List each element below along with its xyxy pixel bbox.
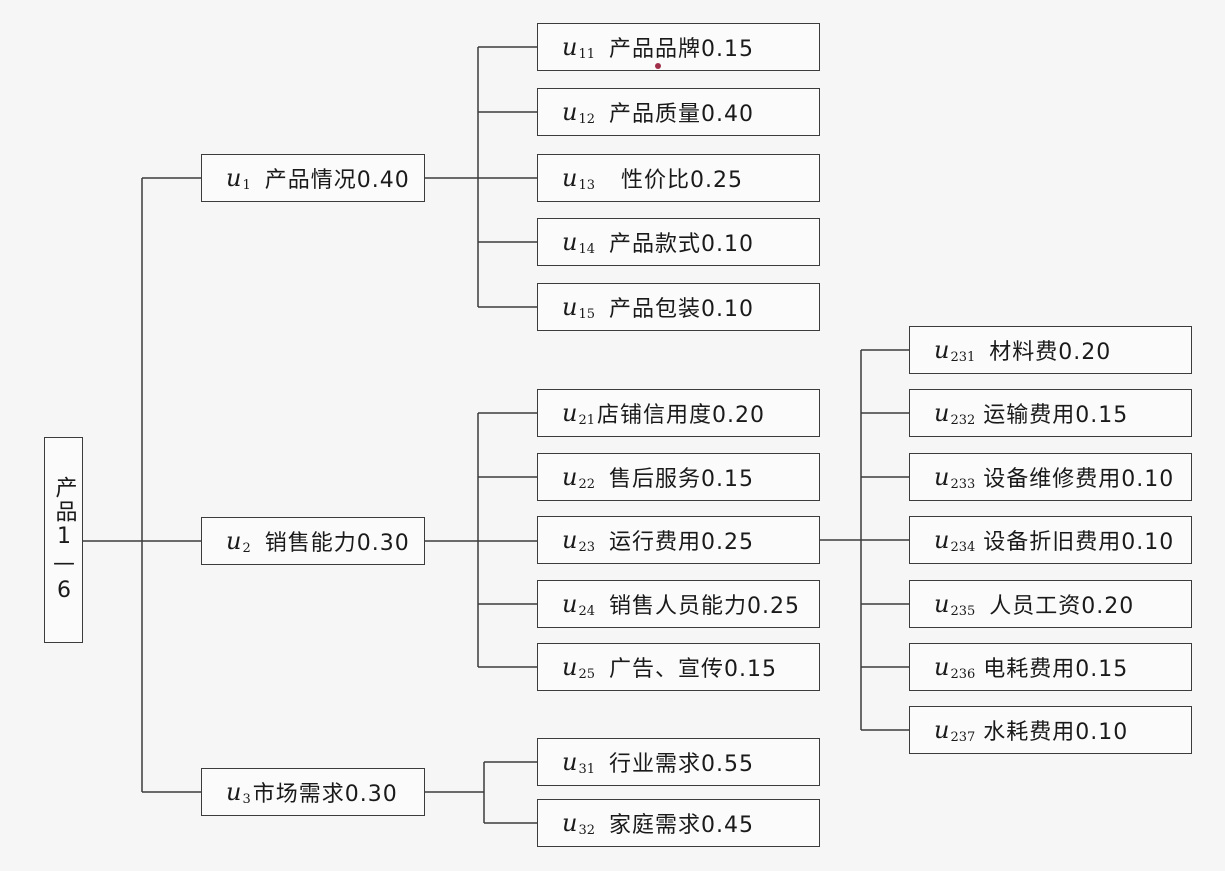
node-subscript: 237 — [950, 729, 976, 745]
node-subscript: 14 — [578, 241, 596, 257]
node-label: 产品情况0.40 — [264, 168, 410, 193]
node-label: 电耗费用0.15 — [983, 657, 1129, 682]
node-subscript: 2 — [242, 540, 251, 556]
node-symbol: u — [226, 778, 242, 806]
node-label: 产品品牌0.15 — [609, 37, 755, 62]
node-label: 运行费用0.25 — [609, 530, 755, 555]
node-label: 产品质量0.40 — [609, 102, 755, 127]
node-label: 产品款式0.10 — [609, 232, 755, 257]
node-symbol: u — [562, 748, 578, 776]
node-label: 销售人员能力0.25 — [609, 594, 801, 619]
node-label: 材料费0.20 — [989, 340, 1112, 365]
node-subscript: 12 — [578, 111, 596, 127]
node-subscript: 23 — [578, 539, 596, 555]
node-label: 家庭需求0.45 — [609, 813, 755, 838]
node-label: 设备折旧费用0.10 — [983, 530, 1175, 555]
node-symbol: u — [934, 653, 950, 681]
node-subscript: 15 — [578, 306, 596, 322]
node-symbol: u — [562, 98, 578, 126]
node-symbol: u — [562, 293, 578, 321]
node-label: 性价比0.25 — [621, 168, 744, 193]
node-symbol: u — [562, 33, 578, 61]
node-subscript: 236 — [950, 666, 976, 682]
node-subscript: 31 — [578, 761, 596, 777]
node-label: 售后服务0.15 — [609, 467, 755, 492]
node-label: 设备维修费用0.10 — [983, 467, 1175, 492]
node-subscript: 1 — [242, 177, 251, 193]
node-symbol: u — [226, 164, 242, 192]
node-label: 运输费用0.15 — [983, 403, 1129, 428]
node-symbol: u — [562, 809, 578, 837]
node-symbol: u — [934, 716, 950, 744]
node-label: 人员工资0.20 — [989, 594, 1135, 619]
node-symbol: u — [934, 526, 950, 554]
node-label: 销售能力0.30 — [264, 531, 410, 556]
node-label: 市场需求0.30 — [252, 782, 398, 807]
node-label: 行业需求0.55 — [609, 752, 755, 777]
node-symbol: u — [934, 336, 950, 364]
root-node: 产品1—6 — [44, 437, 83, 643]
node-subscript: 22 — [578, 476, 596, 492]
node-subscript: 24 — [578, 603, 596, 619]
node-label: 店铺信用度0.20 — [597, 403, 766, 428]
node-subscript: 32 — [578, 822, 596, 838]
node-subscript: 3 — [242, 791, 251, 807]
node-subscript: 25 — [578, 666, 596, 682]
node-subscript: 234 — [950, 539, 976, 555]
node-subscript: 235 — [950, 603, 976, 619]
node-subscript: 232 — [950, 412, 976, 428]
node-symbol: u — [934, 399, 950, 427]
node-subscript: 11 — [578, 46, 596, 62]
node-symbol: u — [562, 399, 578, 427]
node-subscript: 231 — [950, 349, 976, 365]
node-symbol: u — [562, 228, 578, 256]
node-symbol: u — [562, 590, 578, 618]
node-label: 产品包装0.10 — [609, 297, 755, 322]
node-symbol: u — [562, 463, 578, 491]
node-symbol: u — [934, 590, 950, 618]
node-subscript: 13 — [578, 177, 596, 193]
node-subscript: 21 — [578, 412, 596, 428]
node-symbol: u — [934, 463, 950, 491]
node-subscript: 233 — [950, 476, 976, 492]
mark-dot — [655, 63, 661, 69]
node-symbol: u — [562, 526, 578, 554]
node-symbol: u — [562, 164, 578, 192]
node-label: 水耗费用0.10 — [983, 720, 1129, 745]
node-label: 广告、宣传0.15 — [609, 657, 778, 682]
node-symbol: u — [562, 653, 578, 681]
node-symbol: u — [226, 527, 242, 555]
